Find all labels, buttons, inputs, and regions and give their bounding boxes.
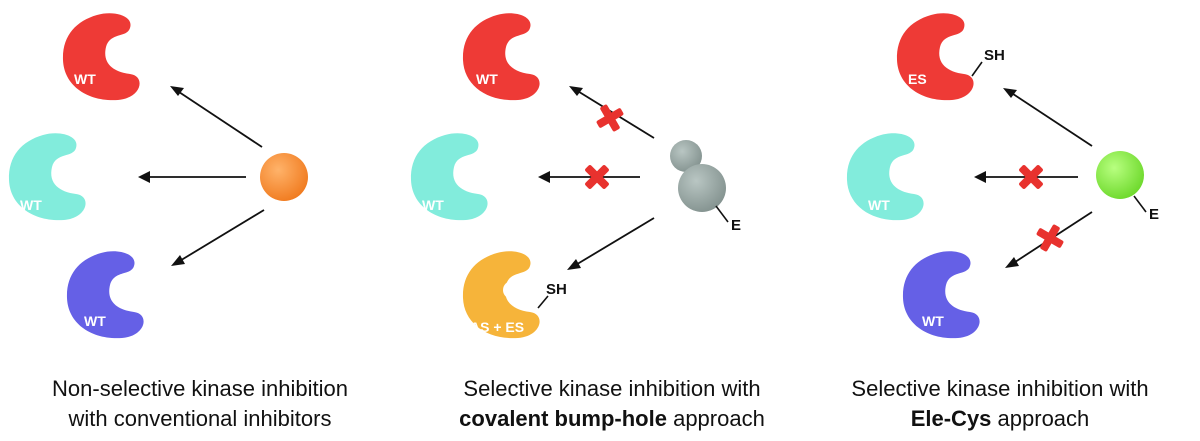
arrow-to-as-es [567,217,655,270]
caption-rest: approach [991,406,1090,431]
caption-bold: Ele-Cys [910,406,992,431]
sh-bond [537,295,549,309]
kinase-label: WT [20,197,42,213]
sh-label: SH [984,47,1005,64]
block-cross-purple [1036,224,1064,252]
kinase-as-es-orange: AS + ES SH [462,251,567,339]
e-bond [1133,195,1147,213]
e-bond [715,205,729,223]
caption-line-2: with conventional inhibitors [0,404,400,434]
inhibitor-sphere-orange [260,153,308,201]
kinase-shape [462,251,540,339]
caption-bold: covalent bump-hole [459,406,667,431]
kinase-shape [896,13,974,101]
panel-non-selective: WT WT WT [8,13,308,339]
inhibitor-sphere-green: E [1096,151,1159,223]
block-cross-red [596,104,624,132]
caption-panel-1: Non-selective kinase inhibition with con… [0,374,400,434]
sh-label: SH [546,281,567,298]
kinase-shape [462,13,540,101]
arrow-to-red [569,86,655,139]
arrow-to-es [1003,88,1093,147]
e-label: E [1149,206,1159,223]
kinase-label: WT [74,71,96,87]
caption-rest: with conventional inhibitors [68,406,332,431]
caption-line-2: covalent bump-hole approach [412,404,812,434]
hole-pocket [503,281,521,299]
arrow-to-purple [171,209,265,266]
kinase-wt-cyan: WT [8,133,86,221]
caption-line-1: Non-selective kinase inhibition [52,376,348,401]
arrow-to-red [170,86,263,148]
caption-line-2: Ele-Cys approach [800,404,1200,434]
block-cross-cyan [1019,165,1043,189]
sh-bond [971,61,983,77]
kinase-shape [8,133,86,221]
panel-covalent-bump-hole: WT WT AS + ES SH E [410,13,741,339]
kinase-label: WT [922,313,944,329]
kinase-label: WT [476,71,498,87]
caption-panel-3: Selective kinase inhibition with Ele-Cys… [800,374,1200,434]
kinase-wt-red: WT [462,13,540,101]
kinase-shape [846,133,924,221]
caption-rest: approach [666,406,765,431]
kinase-wt-red: WT [62,13,140,101]
kinase-es-red: ES SH [896,13,1005,101]
kinase-label: ES [908,71,927,87]
panel-ele-cys: ES SH WT WT E [846,13,1159,339]
kinase-wt-cyan: WT [846,133,924,221]
caption-panel-2: Selective kinase inhibition with covalen… [412,374,812,434]
kinase-label: WT [422,197,444,213]
kinase-shape [66,251,144,339]
e-label: E [731,217,741,234]
caption-line-1: Selective kinase inhibition with [463,376,761,401]
kinase-shape [410,133,488,221]
kinase-label: WT [84,313,106,329]
kinase-label: AS + ES [470,319,524,335]
kinase-wt-cyan: WT [410,133,488,221]
kinase-wt-purple: WT [66,251,144,339]
inhibitor-bumped-grey: E [670,140,741,234]
kinase-label: WT [868,197,890,213]
caption-line-1: Selective kinase inhibition with [851,376,1149,401]
arrow-to-cyan [138,171,246,183]
kinase-wt-purple: WT [902,251,980,339]
kinase-shape [62,13,140,101]
block-cross-cyan [585,165,609,189]
kinase-shape [902,251,980,339]
